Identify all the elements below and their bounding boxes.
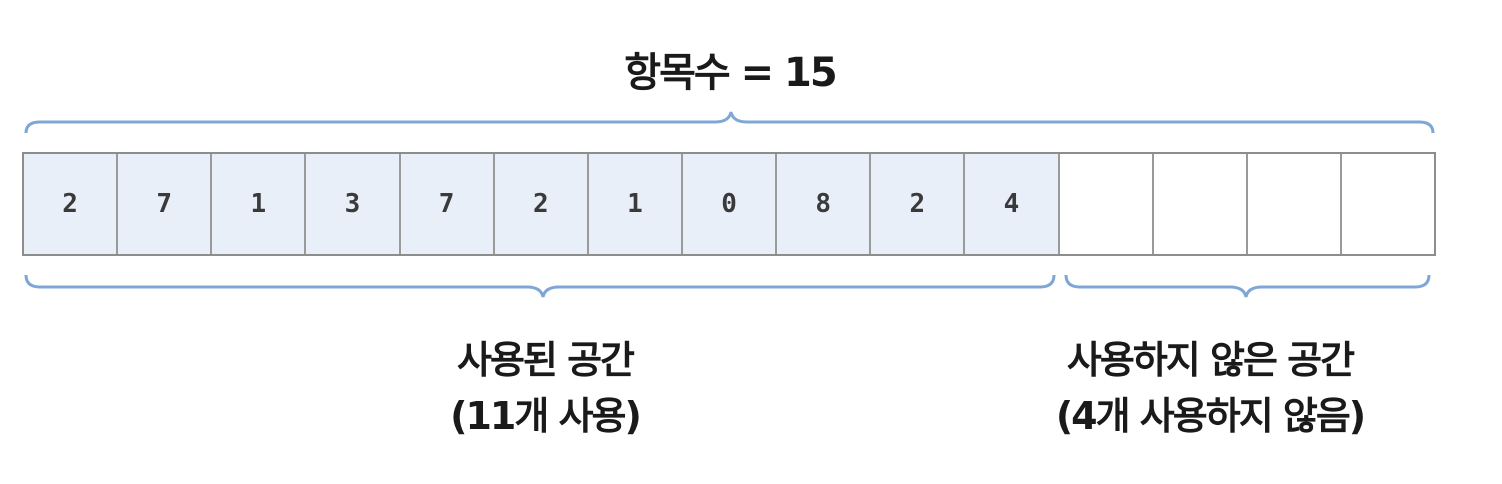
array-cell-empty [1247, 154, 1342, 254]
array-cell: 1 [212, 154, 307, 254]
array-cell: 2 [494, 154, 589, 254]
used-space-sublabel: (11개 사용) [450, 394, 642, 438]
array-cell: 3 [306, 154, 401, 254]
unused-space-label: 사용하지 않은 공간 [1066, 338, 1355, 382]
array-cell: 0 [682, 154, 778, 254]
used-space-label: 사용된 공간 [456, 338, 635, 382]
used-space-caption: 사용된 공간 (11개 사용) [300, 332, 790, 444]
unused-space-sublabel: (4개 사용하지 않음) [1055, 394, 1366, 438]
total-brace [24, 111, 1435, 134]
used-space-brace [24, 274, 1056, 298]
array-cell: 7 [400, 154, 495, 254]
array-cell-empty [1341, 154, 1435, 254]
array-cell: 8 [777, 154, 872, 254]
array-cell: 2 [871, 154, 966, 254]
array-slots: 2 7 1 3 7 2 1 0 8 2 4 [22, 152, 1436, 256]
array-cell: 2 [24, 154, 119, 254]
array-cell: 4 [965, 154, 1060, 254]
array-cell: 1 [588, 154, 683, 254]
unused-space-brace [1064, 274, 1431, 298]
array-cell: 7 [118, 154, 213, 254]
item-count-title: 항목수 = 15 [624, 50, 837, 96]
array-cell-empty [1059, 154, 1154, 254]
array-cell-empty [1153, 154, 1248, 254]
unused-space-caption: 사용하지 않은 공간 (4개 사용하지 않음) [1010, 332, 1410, 444]
